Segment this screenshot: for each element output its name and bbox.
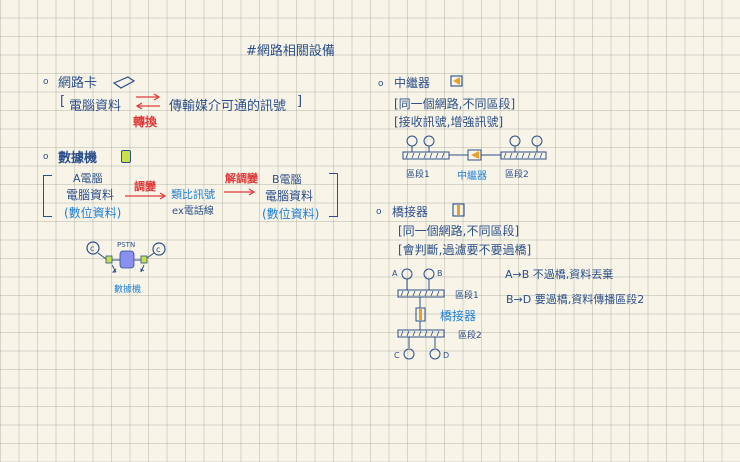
bridge-icon (452, 203, 465, 217)
modem-b-title: B電腦 (272, 173, 302, 186)
nic-left-text: 電腦資料 (69, 99, 122, 114)
svg-text:c: c (90, 244, 94, 253)
demodulate-label: 解調變 (225, 172, 258, 185)
svg-text:c: c (156, 245, 160, 254)
bridge-device-label: 橋接器 (440, 309, 477, 323)
modem-diagram: c c (86, 241, 166, 273)
modem-heading: 數據機 (58, 151, 98, 166)
bridge-rule-1: A→B 不過橋,資料丟棄 (505, 268, 614, 281)
conversion-arrows-icon (135, 93, 161, 110)
bullet-bridge: o (376, 207, 382, 217)
svg-text:A: A (392, 269, 398, 278)
modem-b-digital: (數位資料) (262, 207, 320, 221)
demodulate-arrow-icon (224, 188, 256, 196)
modem-icon (121, 150, 131, 163)
analog-example: ex電話線 (172, 206, 214, 217)
repeater-device-label: 中繼器 (457, 171, 487, 182)
pstn-label: PSTN (117, 241, 136, 249)
repeater-segment-2: 區段2 (505, 170, 529, 180)
computer-icon-left: c (86, 241, 100, 255)
bridge-segment-2: 區段2 (458, 331, 482, 341)
modem-a-data: 電腦資料 (66, 188, 115, 202)
bridge-heading: 橋接器 (392, 205, 429, 219)
modulate-arrow-icon (125, 192, 167, 200)
bridge-note-2: [會判斷,過濾要不要過橋] (398, 243, 532, 257)
network-card-icon (112, 76, 136, 89)
bullet-repeater: o (378, 79, 384, 89)
analog-signal: 類比訊號 (171, 188, 215, 201)
computer-icon-right: c (152, 242, 166, 256)
modem-a-digital: (數位資料) (64, 206, 122, 220)
nic-right-text: 傳輸媒介可通的訊號 (169, 99, 287, 114)
repeater-note-2: [接收訊號,增強訊號] (394, 115, 504, 129)
page-title: #網路相關設備 (246, 44, 335, 59)
repeater-diagram (402, 135, 547, 161)
svg-text:D: D (443, 351, 449, 360)
bridge-rule-2: B→D 要過橋,資料傳播區段2 (506, 293, 645, 306)
bridge-segment-1: 區段1 (455, 291, 479, 301)
repeater-heading: 中繼器 (394, 76, 431, 90)
repeater-icon (450, 75, 463, 87)
modem-a-title: A電腦 (73, 172, 103, 185)
repeater-segment-1: 區段1 (406, 170, 430, 180)
svg-text:B: B (437, 269, 443, 278)
svg-text:C: C (394, 351, 400, 360)
bridge-note-1: [同一個網路,不同區段] (398, 224, 520, 238)
modem-b-data: 電腦資料 (265, 189, 314, 203)
bridge-diagram: A B C D (392, 268, 449, 360)
modulate-label: 調變 (134, 180, 156, 193)
nic-heading: 網路卡 (58, 76, 98, 91)
nic-bracket-close: ] (297, 94, 303, 109)
bullet-nic: o (43, 77, 49, 87)
nic-arrow-label: 轉換 (133, 115, 158, 129)
modem-device-label: 數據機 (114, 285, 142, 295)
modem-bracket-close (329, 173, 338, 217)
modem-bracket-open (43, 175, 52, 217)
bullet-modem: o (43, 152, 49, 162)
repeater-note-1: [同一個網路,不同區段] (394, 97, 516, 111)
nic-bracket-open: [ (60, 94, 66, 109)
